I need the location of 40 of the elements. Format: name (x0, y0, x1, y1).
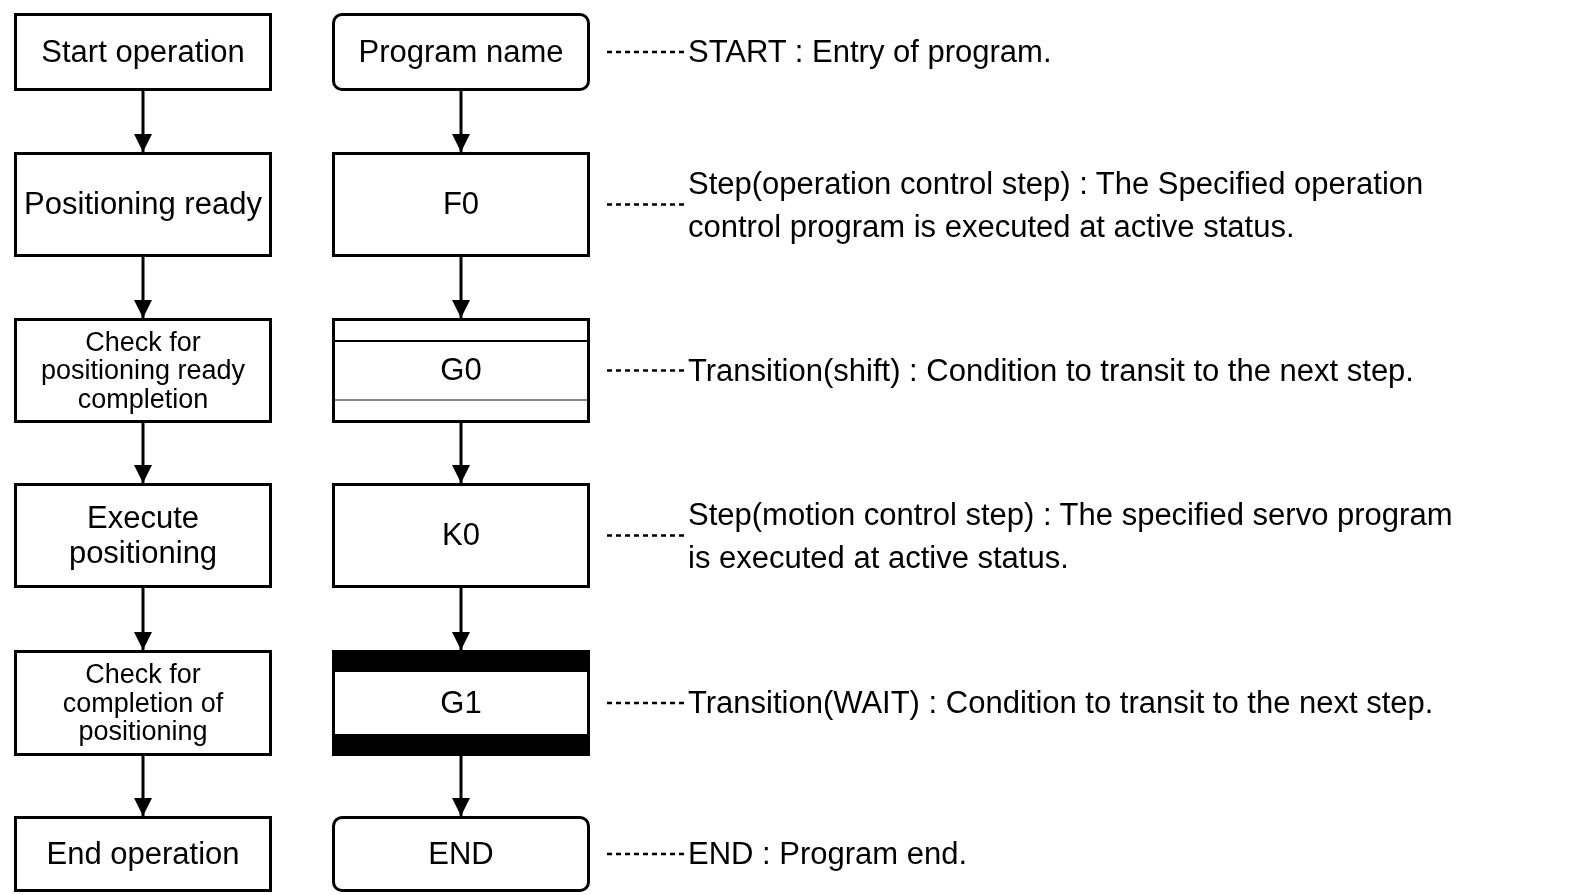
box-label: Check for completion of positioning (61, 660, 225, 746)
terminal-box (332, 13, 590, 91)
box-label: G1 (440, 685, 482, 721)
arrow (134, 756, 152, 816)
box-label: End operation (46, 836, 240, 872)
box-label: Check for positioning ready completion (39, 328, 247, 413)
arrow (452, 423, 470, 483)
description-text: START : Entry of program. (688, 30, 1463, 74)
arrow (452, 588, 470, 650)
process-box (14, 650, 272, 756)
description-text: Transition(shift) : Condition to transit to the next step. (688, 348, 1463, 393)
arrow (134, 91, 152, 152)
process-box (332, 152, 590, 257)
box-label: Program name (358, 34, 564, 70)
box-label: Execute positioning (67, 501, 219, 570)
description-text: END : Program end. (688, 832, 1463, 876)
description-text: Step(motion control step) : The specified servo program is executed at active status. (688, 492, 1463, 579)
process-box (14, 152, 272, 257)
arrow (134, 423, 152, 483)
description-text: Transition(WAIT) : Condition to transit to the next step. (688, 681, 1463, 725)
arrow (452, 257, 470, 318)
process-box (14, 483, 272, 588)
process-box (14, 816, 272, 892)
box-label: F0 (442, 187, 480, 222)
box-label: Start operation (41, 34, 245, 70)
transition-box (332, 650, 590, 756)
process-box (332, 483, 590, 588)
box-label: K0 (442, 518, 480, 553)
box-label: Positioning ready (24, 187, 262, 222)
arrow (134, 257, 152, 318)
arrow (452, 91, 470, 152)
arrow (134, 588, 152, 650)
description-text: Step(operation control step) : The Specified operation control program is executed at active status. (688, 161, 1463, 248)
terminal-box (332, 816, 590, 892)
box-label: G0 (440, 353, 482, 388)
process-box (14, 318, 272, 423)
transition-box (332, 318, 590, 423)
box-label: END (428, 836, 494, 872)
process-box (14, 13, 272, 91)
arrow (452, 756, 470, 816)
